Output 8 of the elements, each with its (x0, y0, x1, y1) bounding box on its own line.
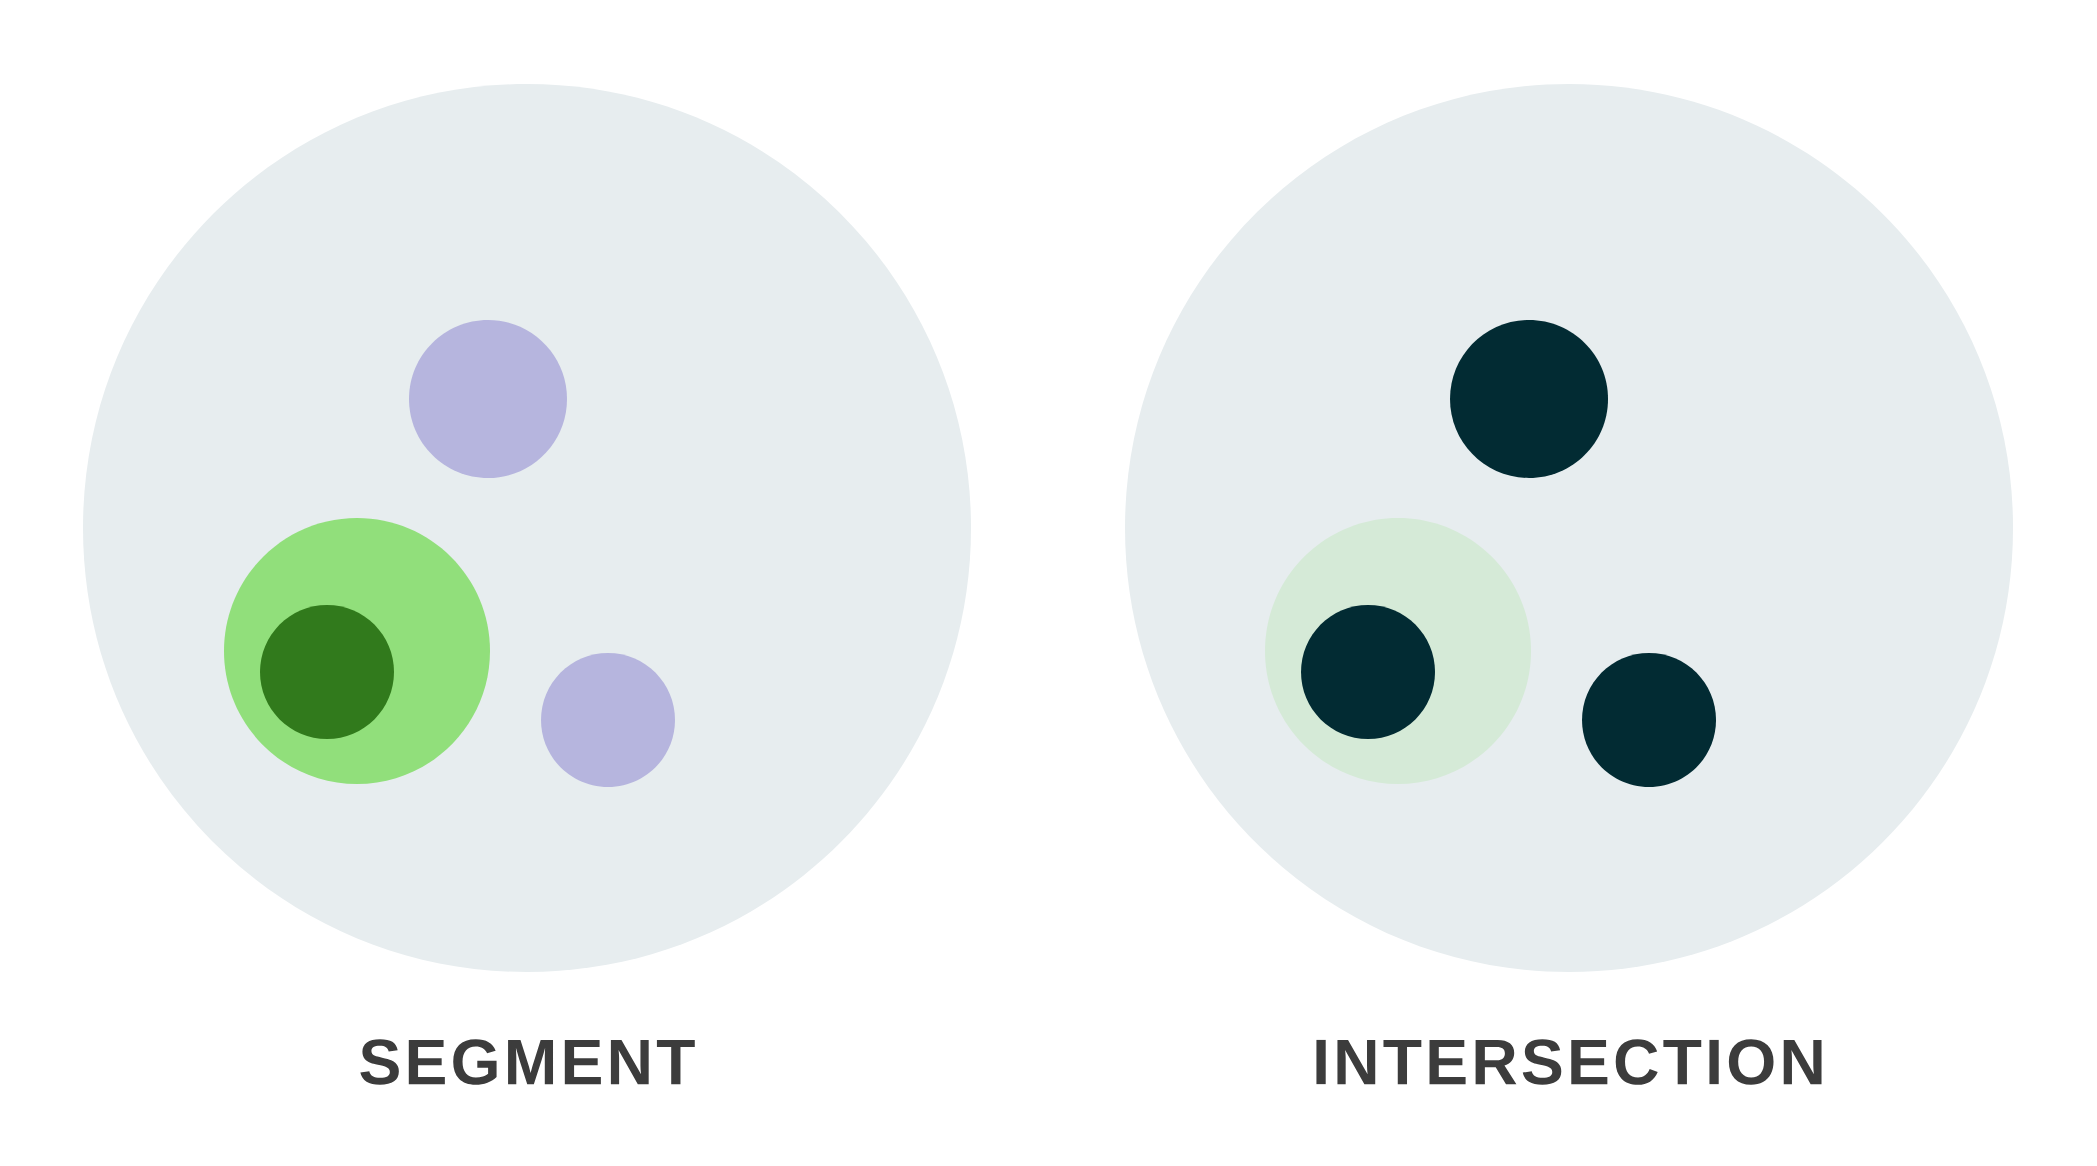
set-label: INTERSECTION (1316, 1039, 1822, 1085)
small-circle (260, 605, 394, 739)
small-circle (1582, 653, 1716, 787)
set-label: SEGMENT (360, 1039, 695, 1085)
small-circle (1450, 320, 1608, 478)
small-circle (409, 320, 567, 478)
small-circle (1301, 605, 1435, 739)
small-circle (541, 653, 675, 787)
